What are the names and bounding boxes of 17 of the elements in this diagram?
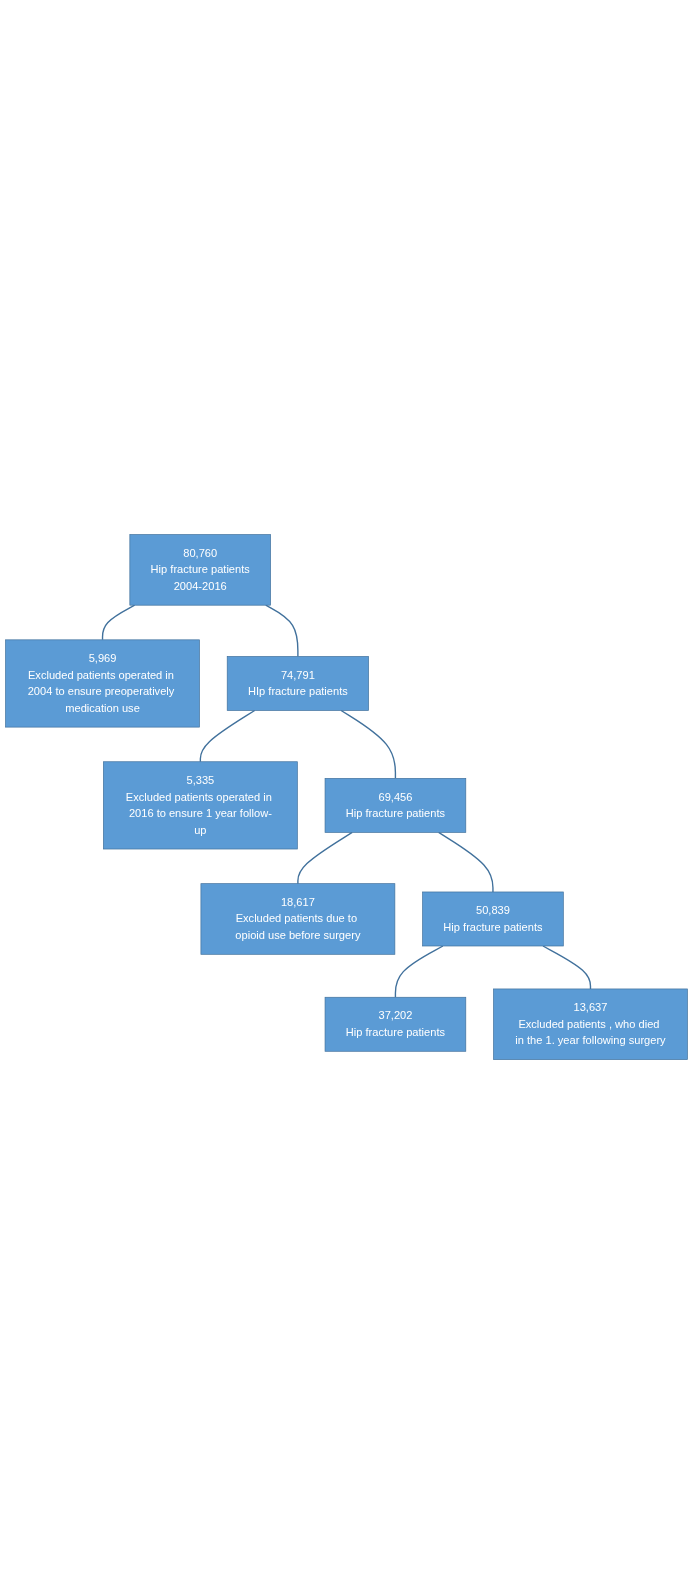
connector <box>265 604 299 658</box>
connector <box>297 832 353 885</box>
connector <box>101 604 136 641</box>
node-box: 5,335 Excluded patients operated in 2016 to ensure 1 year follow-up <box>103 761 298 850</box>
connector <box>340 710 397 780</box>
connector <box>199 710 256 763</box>
node-box: 5,969 Excluded patients operated in 2004 to ensure preoperatively medication use <box>5 639 200 728</box>
node-box: 80,760 Hip fracture patients 2004-2016 <box>129 534 271 606</box>
connector <box>437 832 494 894</box>
connector <box>394 945 444 999</box>
node-box: 50,839 Hip fracture patients <box>422 892 564 947</box>
node-box: 13,637 Excluded patients , who died in the 1. year following surgery <box>493 989 688 1061</box>
node-box: 37,202 Hip fracture patients <box>324 997 467 1053</box>
node-box: 69,456 Hip fracture patients <box>324 778 467 834</box>
node-box: 74,791 HIp fracture patients <box>226 656 369 712</box>
node-box: 18,617 Excluded patients due to opioid use before surgery <box>200 883 396 956</box>
connector <box>542 945 592 991</box>
